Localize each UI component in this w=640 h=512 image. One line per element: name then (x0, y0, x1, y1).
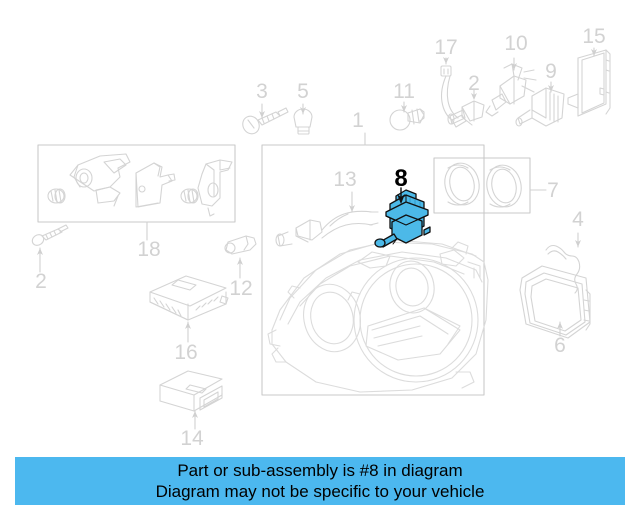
callout-11: 11 (393, 80, 415, 103)
callout-2a: 2 (35, 270, 47, 293)
callout-13: 13 (333, 168, 356, 191)
part-13-connector-harness (275, 210, 379, 247)
part-8-leveling-motor-highlight (374, 189, 431, 248)
part-12-cover-clip (224, 235, 257, 255)
callout-labels: 1 2 2 3 4 5 6 7 8 9 10 11 12 13 14 15 16… (35, 25, 606, 450)
callout-14: 14 (180, 427, 204, 450)
notice-line-1: Part or sub-assembly is #8 in diagram (177, 461, 463, 480)
callout-3: 3 (256, 80, 268, 103)
part-9-igniter (515, 87, 565, 127)
callout-4: 4 (572, 208, 584, 231)
notice-line-2: Diagram may not be specific to your vehi… (155, 482, 485, 501)
callout-12: 12 (229, 277, 252, 300)
callout-16: 16 (174, 341, 197, 364)
callout-1: 1 (352, 109, 364, 132)
callout-7: 7 (547, 179, 559, 202)
part-4-wire-clip (545, 244, 581, 294)
headlight-assembly-artwork (267, 239, 489, 393)
callout-18: 18 (137, 238, 160, 261)
notice-banner: Part or sub-assembly is #8 in diagram Di… (15, 457, 625, 505)
part-group-7-box (433, 157, 531, 214)
callout-10: 10 (504, 32, 527, 55)
callout-15: 15 (582, 25, 605, 48)
callout-5: 5 (297, 80, 309, 103)
part-11-bulb (389, 108, 425, 131)
part-15-ballast-module (567, 49, 611, 117)
part-group-1-box (261, 144, 485, 396)
part-2b-bulb-socket (447, 100, 485, 126)
part-6-cover (519, 265, 591, 339)
part-10-bulb (485, 63, 537, 117)
callout-6: 6 (554, 334, 566, 357)
callout-17: 17 (434, 36, 457, 59)
callout-8: 8 (394, 165, 407, 192)
part-5-cap-plug (293, 108, 313, 135)
callout-2b: 2 (468, 72, 480, 95)
part-group-18-box (37, 144, 236, 223)
part-14-control-module (159, 370, 223, 412)
part-3-screw (242, 107, 289, 135)
part-2a-screw (31, 224, 69, 246)
callout-9: 9 (545, 60, 557, 83)
part-16-ballast (149, 275, 229, 321)
